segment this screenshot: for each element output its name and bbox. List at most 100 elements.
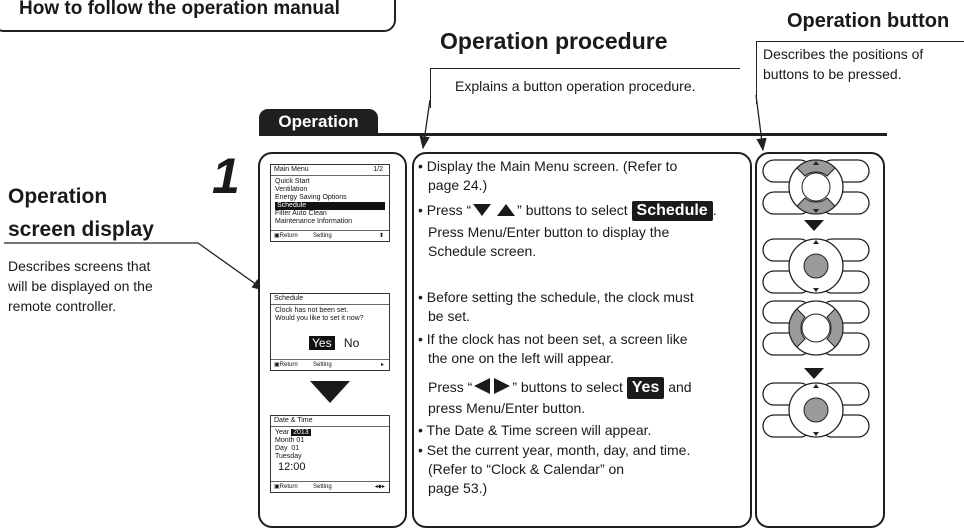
menu-item-selected: Schedule bbox=[275, 202, 385, 210]
year-value: 2013 bbox=[291, 429, 311, 436]
step-text: Press “ bbox=[428, 379, 473, 395]
desc-line: Describes screens that bbox=[8, 258, 151, 274]
setting-label: Setting bbox=[313, 233, 332, 239]
step-text: be set. bbox=[428, 308, 471, 324]
desc-line: buttons to be pressed. bbox=[763, 66, 902, 82]
return-text: Return bbox=[279, 233, 298, 239]
divider bbox=[756, 41, 757, 104]
screen-title: Main Menu bbox=[274, 166, 309, 173]
manual-guide-title: How to follow the operation manual bbox=[19, 0, 340, 19]
yes-label: Yes bbox=[626, 377, 665, 399]
return-text: Return bbox=[279, 362, 298, 368]
right-arrow-icon: ▸ bbox=[380, 362, 384, 368]
down-up-arrows-icon bbox=[473, 204, 516, 216]
procedure-step-4: • If the clock has not been set, a scree… bbox=[418, 331, 688, 366]
operation-button-heading: Operation button bbox=[787, 10, 950, 32]
setting-label: Setting bbox=[313, 484, 332, 490]
procedure-step-5: Press “ ” buttons to select Yes and press… bbox=[418, 375, 692, 418]
month-value: 01 bbox=[296, 437, 305, 444]
screen-footer: ▣Return Setting ▸ bbox=[271, 359, 389, 370]
desc-line: Describes the positions of bbox=[763, 46, 924, 62]
screen-display-desc: Describes screens that will be displayed… bbox=[8, 256, 153, 316]
menu-item: Quick Start bbox=[275, 178, 310, 185]
step-text: ” buttons to select bbox=[517, 202, 628, 218]
return-label: ▣Return bbox=[274, 233, 298, 239]
operation-procedure-heading: Operation procedure bbox=[440, 28, 668, 54]
step-text: (Refer to “Clock & Calendar” on bbox=[428, 461, 625, 477]
screen-title: Date & Time bbox=[274, 417, 313, 424]
screen-footer: ▣Return Setting ◂⬥▸ bbox=[271, 481, 389, 492]
menu-item: Maintenance Information bbox=[275, 218, 353, 225]
operation-button-desc: Describes the positions of buttons to be… bbox=[763, 44, 923, 84]
day-row: Day 01 bbox=[275, 445, 385, 453]
divider bbox=[756, 41, 964, 42]
schedule-message: Clock has not been set. Would you like t… bbox=[271, 305, 389, 325]
desc-line: remote controller. bbox=[8, 298, 117, 314]
menu-item: Ventilation bbox=[275, 186, 308, 193]
procedure-step-2: • Press “” buttons to select Schedule. P… bbox=[418, 201, 717, 259]
step-text: page 24.) bbox=[428, 177, 488, 193]
step-text: press Menu/Enter button. bbox=[428, 400, 586, 416]
day-value: 01 bbox=[291, 445, 300, 452]
screen-display-heading: Operation screen display bbox=[8, 180, 154, 246]
button-pad-updown bbox=[762, 159, 870, 215]
down-arrow-icon bbox=[804, 368, 824, 379]
yes-option: Yes bbox=[309, 336, 335, 350]
step-text: Before setting the schedule, the clock m… bbox=[426, 289, 694, 305]
procedure-step-3: • Before setting the schedule, the clock… bbox=[418, 289, 694, 324]
button-pad-center bbox=[762, 238, 870, 294]
screen-title-bar: Date & Time bbox=[271, 416, 389, 427]
step-text: The Date & Time screen will appear. bbox=[426, 422, 652, 438]
step-text: If the clock has not been set, a screen … bbox=[426, 331, 688, 347]
procedure-step-1: • Display the Main Menu screen. (Refer t… bbox=[418, 158, 678, 193]
operation-rule bbox=[259, 133, 887, 136]
step-text: page 53.) bbox=[428, 480, 488, 496]
page-indicator: 1/2 bbox=[373, 166, 383, 173]
heading-line: screen display bbox=[8, 218, 154, 241]
no-option: No bbox=[343, 336, 360, 350]
down-arrow-icon bbox=[310, 381, 350, 403]
step-text: Schedule screen. bbox=[428, 243, 537, 259]
screen-title-bar: Schedule bbox=[271, 294, 389, 305]
message-line: Clock has not been set. bbox=[275, 307, 349, 314]
year-row: Year 2013 bbox=[275, 429, 385, 437]
divider bbox=[430, 68, 740, 69]
heading-line: Operation bbox=[8, 185, 108, 208]
button-pads bbox=[762, 159, 870, 438]
return-label: ▣Return bbox=[274, 362, 298, 368]
divider bbox=[430, 68, 431, 108]
step-text: the one on the left will appear. bbox=[428, 350, 615, 366]
step-text: . bbox=[712, 202, 717, 218]
weekday: Tuesday bbox=[275, 453, 302, 460]
operation-tab: Operation bbox=[259, 109, 378, 134]
menu-item: Filter Auto Clean bbox=[275, 210, 327, 217]
step-text: and bbox=[668, 379, 692, 395]
month-row: Month 01 bbox=[275, 437, 385, 445]
year-label: Year bbox=[275, 429, 290, 436]
procedure-step-7: • Set the current year, month, day, and … bbox=[418, 442, 691, 496]
connector-arrows bbox=[4, 94, 767, 291]
date-fields: Year 2013 Month 01 Day 01 Tuesday 12:00 bbox=[271, 427, 389, 476]
procedure-step-6: • The Date & Time screen will appear. bbox=[418, 422, 652, 438]
manual-guide-header: How to follow the operation manual bbox=[0, 0, 396, 32]
step-text: Press “ bbox=[426, 202, 472, 218]
day-label: Day bbox=[275, 445, 288, 452]
main-menu-screen: Main Menu 1/2 Quick Start Ventilation En… bbox=[270, 164, 390, 242]
return-text: Return bbox=[279, 484, 298, 490]
return-label: ▣Return bbox=[274, 484, 298, 490]
screen-title-bar: Main Menu 1/2 bbox=[271, 165, 389, 176]
step-text: Display the Main Menu screen. (Refer to bbox=[426, 158, 678, 174]
button-pad-center bbox=[762, 382, 870, 438]
left-right-arrows-icon bbox=[474, 378, 511, 394]
operation-procedure-desc: Explains a button operation procedure. bbox=[455, 78, 696, 94]
screen-footer: ▣Return Setting ⬍ bbox=[271, 230, 389, 241]
four-way-icon: ◂⬥▸ bbox=[374, 484, 385, 490]
step-text: ” buttons to select bbox=[512, 379, 623, 395]
schedule-label: Schedule bbox=[631, 201, 713, 221]
menu-item: Energy Saving Options bbox=[275, 194, 347, 201]
message-line: Would you like to set it now? bbox=[275, 315, 364, 322]
setting-label: Setting bbox=[313, 362, 332, 368]
step-text: Press Menu/Enter button to display the bbox=[428, 224, 670, 240]
month-label: Month bbox=[275, 437, 295, 444]
down-arrow-icon bbox=[804, 220, 824, 231]
